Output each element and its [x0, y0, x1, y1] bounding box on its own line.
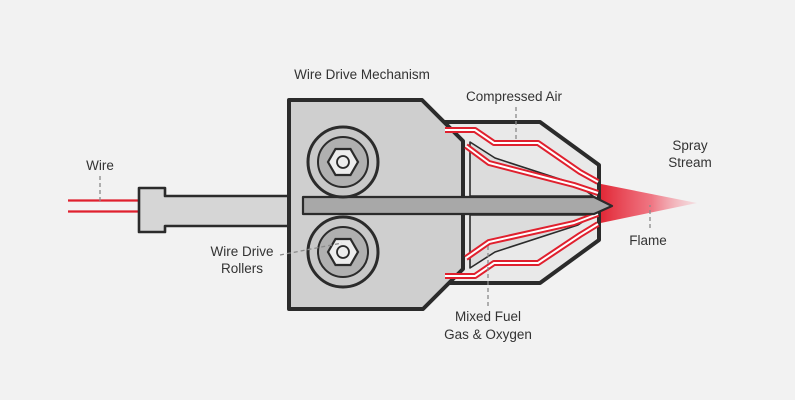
- label-wire: Wire: [86, 158, 114, 173]
- wire-guide-tube: [137, 186, 308, 234]
- label-compressed-air: Compressed Air: [466, 89, 563, 104]
- label-mixed-fuel-line1: Mixed Fuel: [455, 309, 521, 324]
- drive-roller-top: [306, 125, 380, 199]
- compressed-air-channels: [445, 127, 600, 196]
- label-wire-drive-rollers-line2: Rollers: [221, 261, 263, 276]
- label-spray-stream-line1: Spray: [672, 138, 708, 153]
- hex-nut-top-icon: [326, 147, 360, 177]
- label-flame: Flame: [629, 233, 667, 248]
- label-spray-stream-line2: Stream: [668, 155, 712, 170]
- label-mixed-fuel-line2: Gas & Oxygen: [444, 327, 532, 342]
- hex-nut-bottom-icon: [326, 237, 360, 267]
- fuel-gas-channels: [445, 211, 600, 279]
- flame-spray-cone: [596, 183, 697, 224]
- label-wire-drive-rollers-line1: Wire Drive: [211, 244, 274, 259]
- leader-wire-drive-rollers: [279, 242, 343, 256]
- wire-rod: [301, 195, 614, 216]
- wire: [68, 199, 145, 213]
- drive-roller-bottom: [306, 215, 380, 289]
- label-wire-drive-mechanism: Wire Drive Mechanism: [294, 67, 430, 82]
